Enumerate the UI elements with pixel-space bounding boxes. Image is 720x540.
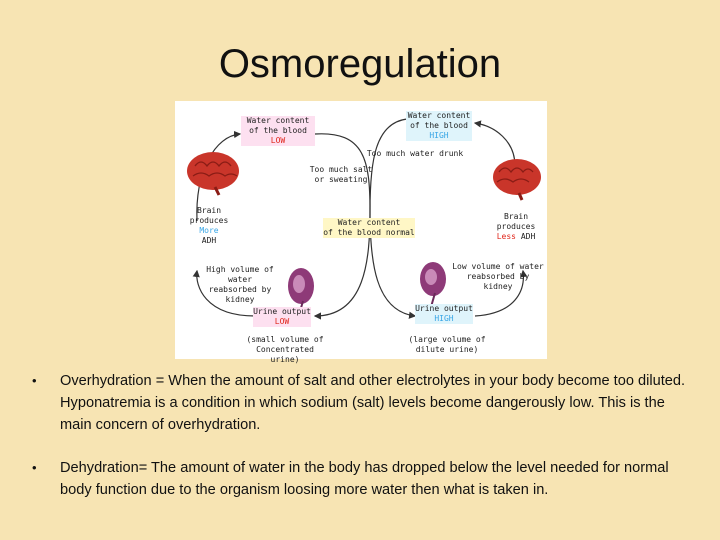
arrow-right-left-side (369, 118, 417, 319)
large-volume-label: (large volume of dilute urine) (408, 335, 486, 354)
arrow-right-bottom (474, 269, 528, 317)
bullet-text: Overhydration = When the amount of salt … (60, 373, 686, 433)
urine-output-high-box: Urine output HIGH (415, 304, 473, 324)
urine-output-low-box: Urine output LOW (253, 307, 311, 327)
kidney-left-icon (288, 268, 314, 316)
cycle-arrows (187, 118, 541, 320)
small-volume-label: (small volume of Concentrated urine) (246, 335, 324, 364)
bullet-dot-icon: • (32, 373, 37, 388)
brain-left-icon (187, 152, 239, 196)
osmoregulation-diagram: Water content of the blood LOW Water con… (175, 101, 547, 364)
brain-more-adh-label: Brain produces More ADH (189, 206, 229, 245)
bullet-text: Dehydration= The amount of water in the … (60, 460, 669, 498)
bullet-dot-icon: • (32, 460, 37, 475)
brain-less-adh-label: Brain produces Less ADH (496, 212, 536, 241)
arrow-left-bottom (192, 269, 256, 317)
low-reabsorb-label: Low volume of water reabsorbed by kidney (452, 262, 544, 291)
slide-title: Osmoregulation (218, 42, 502, 86)
high-reabsorb-label: High volume of water reabsorbed by kidne… (206, 265, 274, 304)
bullet-list: • Overhydration = When the amount of sal… (32, 370, 692, 522)
bullet-overhydration: • Overhydration = When the amount of sal… (32, 370, 692, 436)
water-content-low-box: Water content of the blood LOW (241, 116, 315, 146)
kidney-right-icon (420, 262, 446, 308)
water-content-normal-box: Water content of the blood normal (323, 218, 415, 238)
water-content-high-box: Water content of the blood HIGH (406, 111, 472, 141)
too-much-salt-label: Too much salt or sweating (309, 165, 373, 184)
bullet-dehydration: • Dehydration= The amount of water in th… (32, 457, 692, 501)
brain-right-icon (493, 159, 541, 201)
too-much-water-label: Too much water drunk (366, 149, 464, 158)
arrow-right-top (473, 120, 516, 167)
